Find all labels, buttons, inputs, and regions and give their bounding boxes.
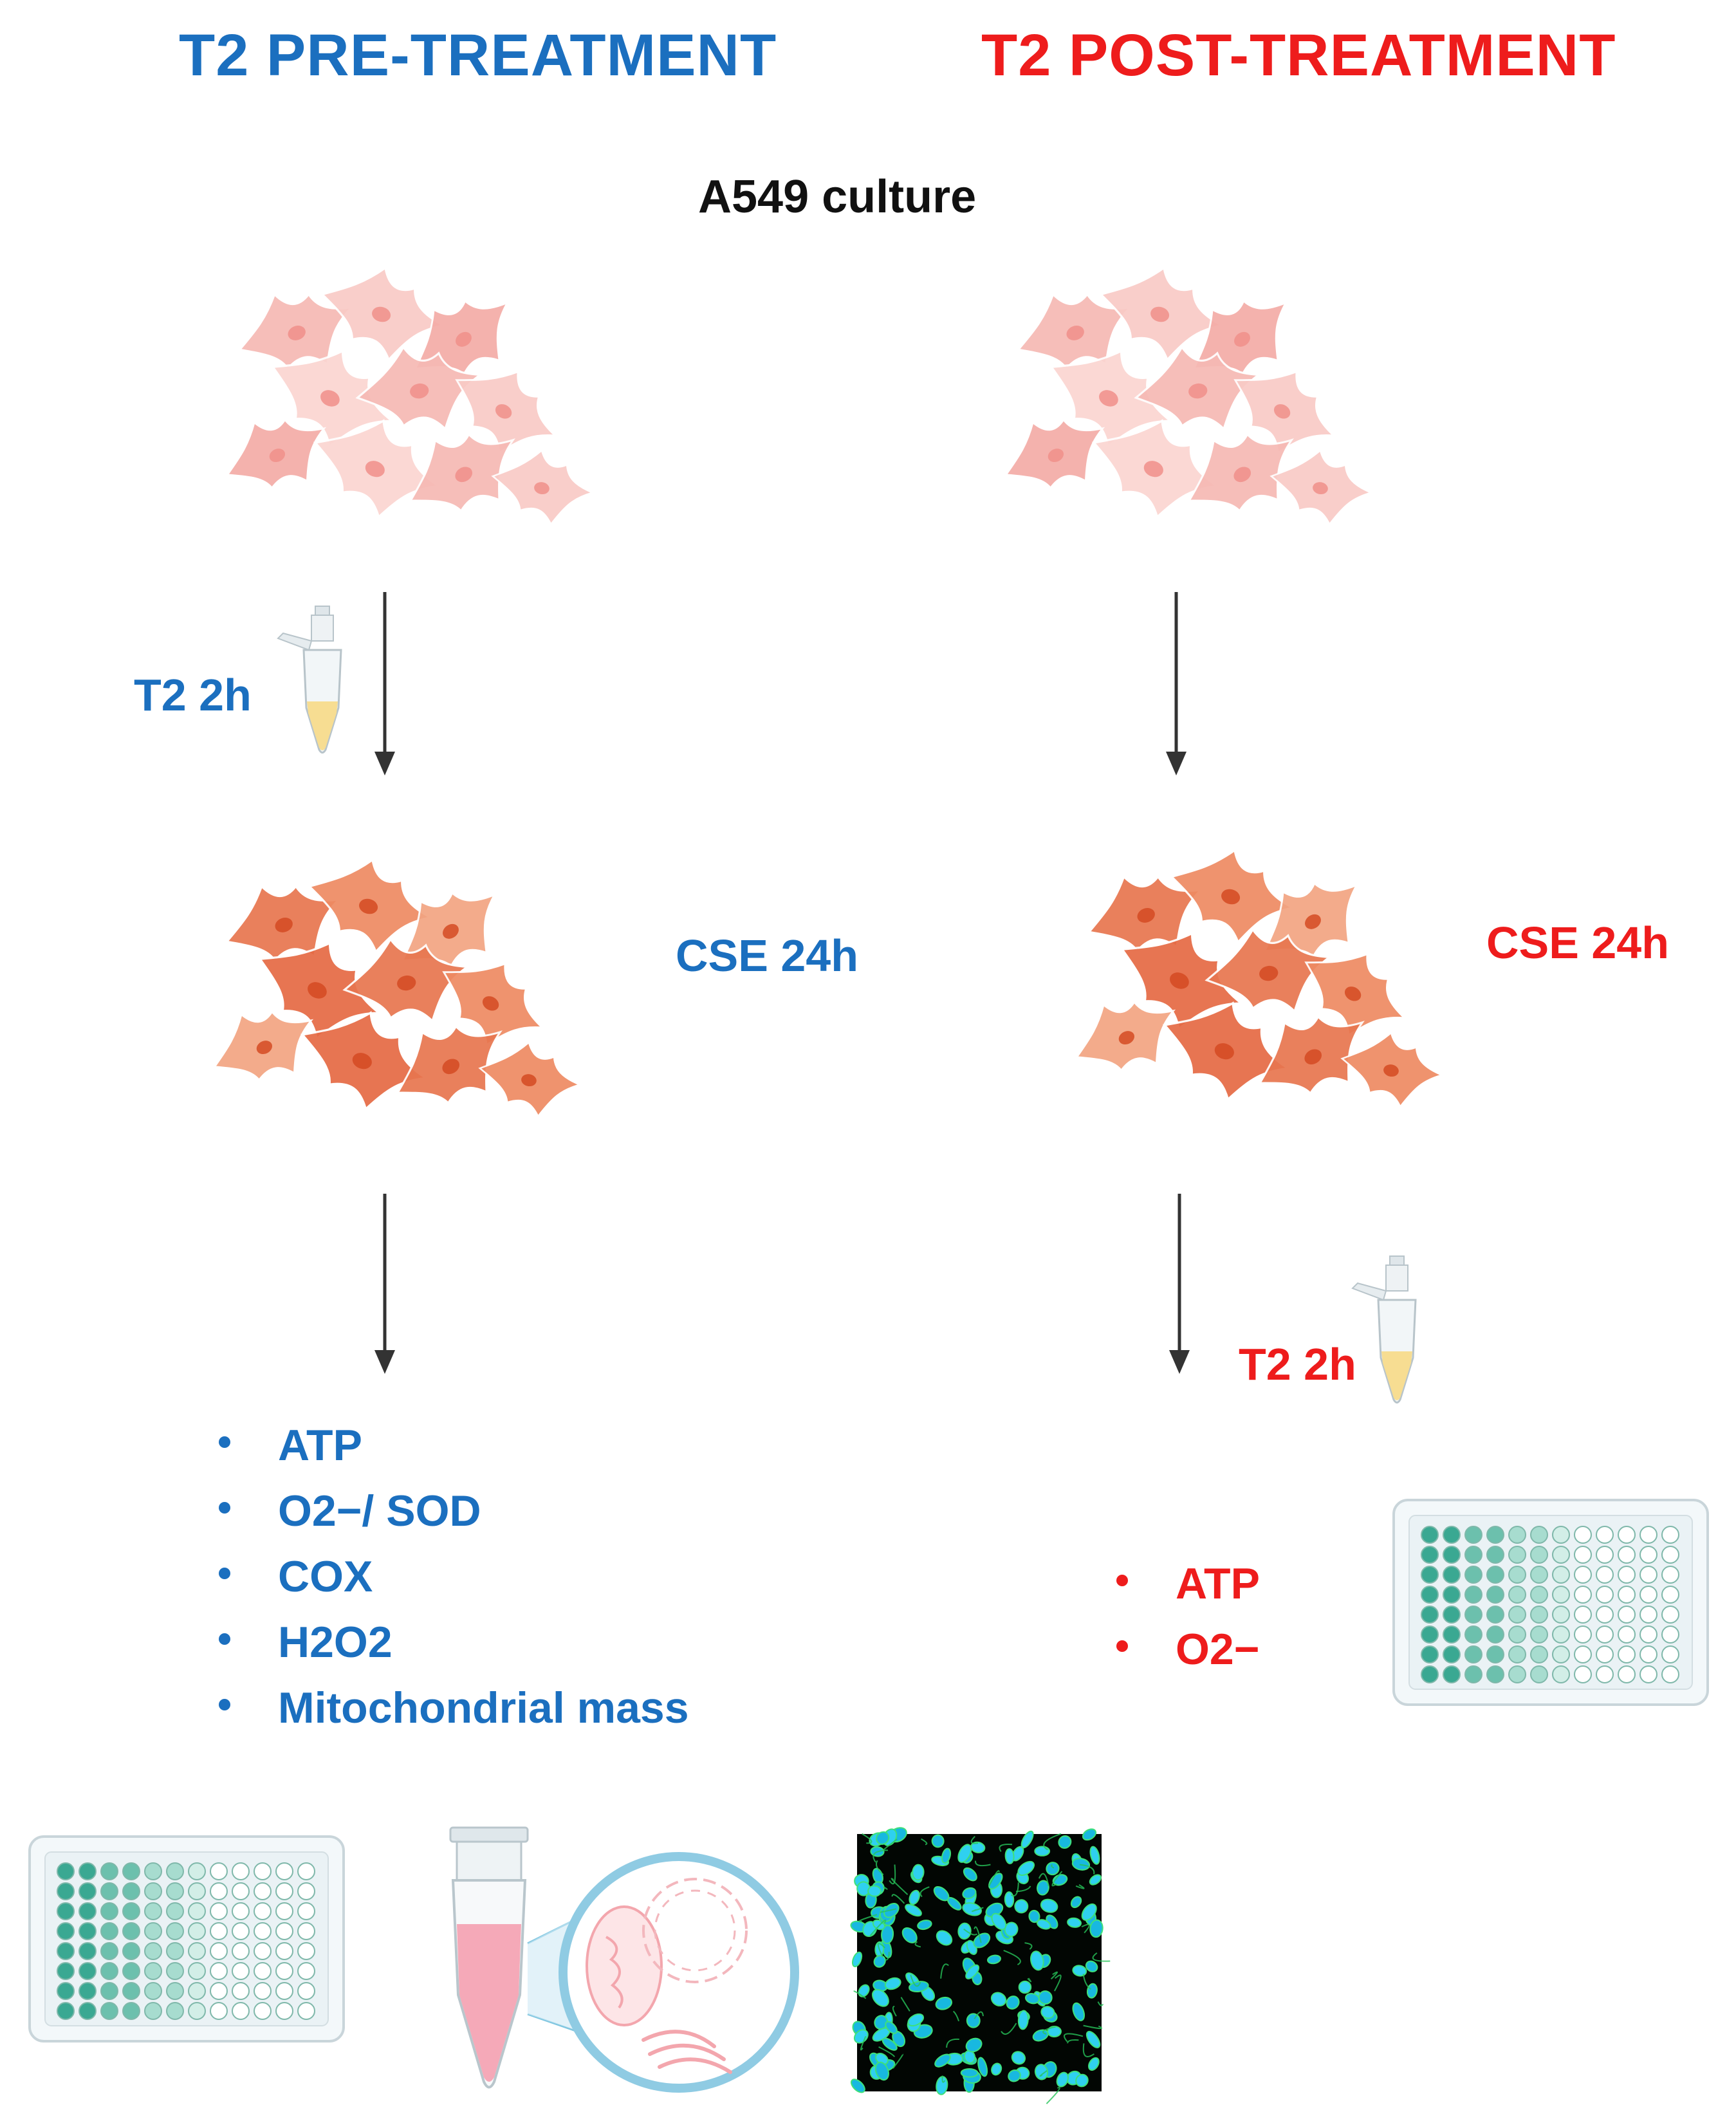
pre-treatment-assay-list: ATP O2−/ SOD COX H2O2 Mitochondrial mass xyxy=(219,1413,689,1741)
bullet-icon xyxy=(1116,1575,1128,1586)
t2-2h-label-right: T2 2h xyxy=(1239,1339,1356,1389)
healthy-cells-right-illustration xyxy=(1004,266,1374,526)
bullet-icon xyxy=(219,1568,230,1579)
t2-2h-label-left: T2 2h xyxy=(134,670,252,720)
cse-24h-label-right: CSE 24h xyxy=(1486,918,1669,968)
stressed-cells-right-illustration xyxy=(1075,848,1445,1109)
assay-item: ATP xyxy=(1116,1551,1260,1616)
culture-label: A549 culture xyxy=(698,171,977,223)
bullet-icon xyxy=(219,1502,230,1514)
assay-item: COX xyxy=(219,1544,689,1609)
mitochondria-sample-icon xyxy=(449,1826,799,2093)
tube-icon xyxy=(1351,1255,1417,1403)
arrow-down-right-2 xyxy=(1169,1194,1190,1374)
well-plate-left-icon xyxy=(28,1835,345,2043)
arrow-down-left-1 xyxy=(374,592,395,775)
cse-24h-label-left: CSE 24h xyxy=(676,931,858,981)
arrow-down-right-1 xyxy=(1166,592,1187,775)
assay-item: Mitochondrial mass xyxy=(219,1675,689,1741)
assay-item: H2O2 xyxy=(219,1609,689,1675)
post-treatment-assay-list: ATP O2− xyxy=(1116,1551,1260,1682)
assay-item: ATP xyxy=(219,1413,689,1478)
post-treatment-title: T2 POST-TREATMENT xyxy=(981,23,1616,88)
fluorescence-micrograph-image xyxy=(850,1827,1111,2104)
bullet-icon xyxy=(1116,1640,1128,1652)
assay-item: O2− xyxy=(1116,1616,1260,1682)
healthy-cells-left-illustration xyxy=(226,266,595,526)
bullet-icon xyxy=(219,1633,230,1645)
arrow-down-left-2 xyxy=(374,1194,395,1374)
bullet-icon xyxy=(219,1436,230,1448)
bullet-icon xyxy=(219,1699,230,1710)
stressed-cells-left-illustration xyxy=(213,858,582,1118)
pre-treatment-title: T2 PRE-TREATMENT xyxy=(179,23,777,88)
well-plate-right-icon xyxy=(1392,1499,1709,1706)
assay-item: O2−/ SOD xyxy=(219,1478,689,1544)
tube-icon xyxy=(277,606,342,754)
